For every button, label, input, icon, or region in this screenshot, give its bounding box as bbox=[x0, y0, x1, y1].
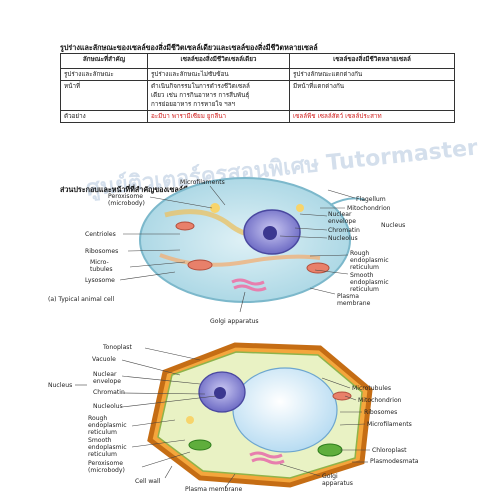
peroxisome-shape bbox=[296, 204, 304, 212]
label-centrioles: Centrioles bbox=[85, 231, 116, 238]
cell-line: ดำเนินกิจกรรมในการดำรงชีวิตเซลล์ bbox=[151, 83, 250, 90]
animal-caption: (a) Typical animal cell bbox=[48, 296, 115, 303]
label-nuclear-envelope: Nuclear envelope bbox=[328, 211, 357, 225]
cell-line: รูปร่างลักษณะแตกต่างกัน bbox=[293, 71, 363, 78]
label-mitochondrion: Mitochondrion bbox=[347, 205, 391, 212]
peroxisome-shape bbox=[210, 203, 220, 213]
label-chromatin: Chromatin bbox=[93, 389, 125, 396]
label-chromatin: Chromatin bbox=[328, 227, 360, 234]
label-mitochondrion: Mitochondrion bbox=[358, 397, 402, 404]
label-tonoplast: Tonoplast bbox=[103, 344, 132, 351]
label-microtubules: Microtubules bbox=[352, 385, 391, 392]
label-microfilaments: Microfilaments bbox=[367, 421, 412, 428]
cell-line: การย่อยอาหาร การหายใจ ฯลฯ bbox=[151, 101, 236, 108]
mitochondrion-shape bbox=[306, 262, 330, 274]
plant-cell bbox=[147, 342, 373, 488]
animal-cell bbox=[139, 177, 366, 303]
animal-leader-lines bbox=[119, 185, 356, 313]
label-ribosomes: Ribosomes bbox=[364, 409, 398, 416]
label-chloroplast: Chloroplast bbox=[372, 447, 407, 454]
cell-line: อะมีบา พารามีเซียม ยูกลีนา bbox=[151, 113, 227, 120]
chloroplast-shape bbox=[188, 439, 212, 451]
label-nucleolus: Nucleolus bbox=[93, 403, 123, 410]
cell-multi: เซลล์พืช เซลล์สัตว์ เซลล์ประสาท bbox=[289, 110, 455, 123]
label-nucleus: Nucleus bbox=[48, 382, 73, 389]
golgi-shape bbox=[251, 457, 285, 465]
comparison-table: ลักษณะที่สำคัญ เซลล์ของสิ่งมีชีวิตเซลล์เ… bbox=[60, 53, 455, 123]
table-row: ตัวอย่าง อะมีบา พารามีเซียม ยูกลีนา เซลล… bbox=[60, 110, 455, 123]
vacuole-shape bbox=[232, 367, 338, 453]
flagellum-shape bbox=[329, 197, 366, 206]
label-smooth-er: Smooth endoplasmic reticulum bbox=[88, 437, 127, 458]
label-vacuole: Vacuole bbox=[92, 356, 116, 363]
cell-line: มีหน้าที่แตกต่างกัน bbox=[293, 83, 345, 90]
label-cell-wall: Cell wall bbox=[135, 478, 161, 485]
label-rough-er: Rough endoplasmic reticulum bbox=[88, 415, 127, 436]
er-shape bbox=[159, 253, 321, 267]
cell-line: เดียว เช่น การกินอาหาร การสืบพันธุ์ bbox=[151, 92, 250, 99]
golgi-shape bbox=[231, 278, 265, 286]
label-flagellum: Flagellum bbox=[356, 196, 386, 203]
label-nucleolus: Nucleolus bbox=[328, 235, 358, 242]
label-nucleus: Nucleus bbox=[381, 222, 406, 229]
label-golgi: Golgi apparatus bbox=[322, 473, 353, 487]
cell-multi: มีหน้าที่แตกต่างกัน bbox=[289, 80, 455, 111]
peroxisome-shape bbox=[186, 416, 194, 424]
label-microtubules: Micro- tubules bbox=[90, 259, 113, 273]
label-ribosomes: Ribosomes bbox=[85, 248, 119, 255]
table-row: หน้าที่ ดำเนินกิจกรรมในการดำรงชีวิตเซลล์… bbox=[60, 80, 455, 111]
label-peroxisome: Peroxisome (microbody) bbox=[108, 193, 145, 207]
cell-single: ดำเนินกิจกรรมในการดำรงชีวิตเซลล์ เดียว เ… bbox=[147, 80, 290, 111]
plant-leader-lines bbox=[75, 347, 370, 489]
table-title: รูปร่างและลักษณะของเซลล์ของสิ่งมีชีวิตเซ… bbox=[60, 43, 318, 52]
golgi-shape bbox=[249, 451, 283, 459]
label-nuclear-envelope: Nuclear envelope bbox=[93, 371, 122, 385]
mitochondrion-shape bbox=[187, 259, 213, 271]
chloroplast-shape bbox=[317, 443, 343, 457]
label-lysosome: Lysosome bbox=[85, 277, 115, 284]
golgi-shape bbox=[233, 284, 267, 292]
nucleolus-shape bbox=[214, 387, 226, 399]
label-plasma-membrane: Plasma membrane bbox=[337, 293, 371, 307]
label-microfilaments: Microfilaments bbox=[180, 179, 225, 186]
label-plasmodesmata: Plasmodesmata bbox=[370, 458, 419, 465]
label-plasma-membrane: Plasma membrane bbox=[185, 486, 243, 493]
label-smooth-er: Smooth endoplasmic reticulum bbox=[350, 272, 389, 293]
mitochondrion-shape bbox=[332, 391, 352, 401]
label-golgi: Golgi apparatus bbox=[210, 318, 259, 325]
nucleolus-shape bbox=[263, 226, 277, 240]
section-title: ส่วนประกอบและหน้าที่ที่สำคัญของเซลล์พืชแ… bbox=[60, 185, 235, 194]
label-rough-er: Rough endoplasmic reticulum bbox=[350, 250, 389, 271]
label-peroxisome: Peroxisome (microbody) bbox=[88, 460, 125, 474]
cell-line: เซลล์พืช เซลล์สัตว์ เซลล์ประสาท bbox=[293, 113, 382, 120]
mitochondrion-shape bbox=[175, 221, 195, 231]
cell-line: รูปร่างและลักษณะไม่ซับซ้อน bbox=[151, 71, 229, 78]
